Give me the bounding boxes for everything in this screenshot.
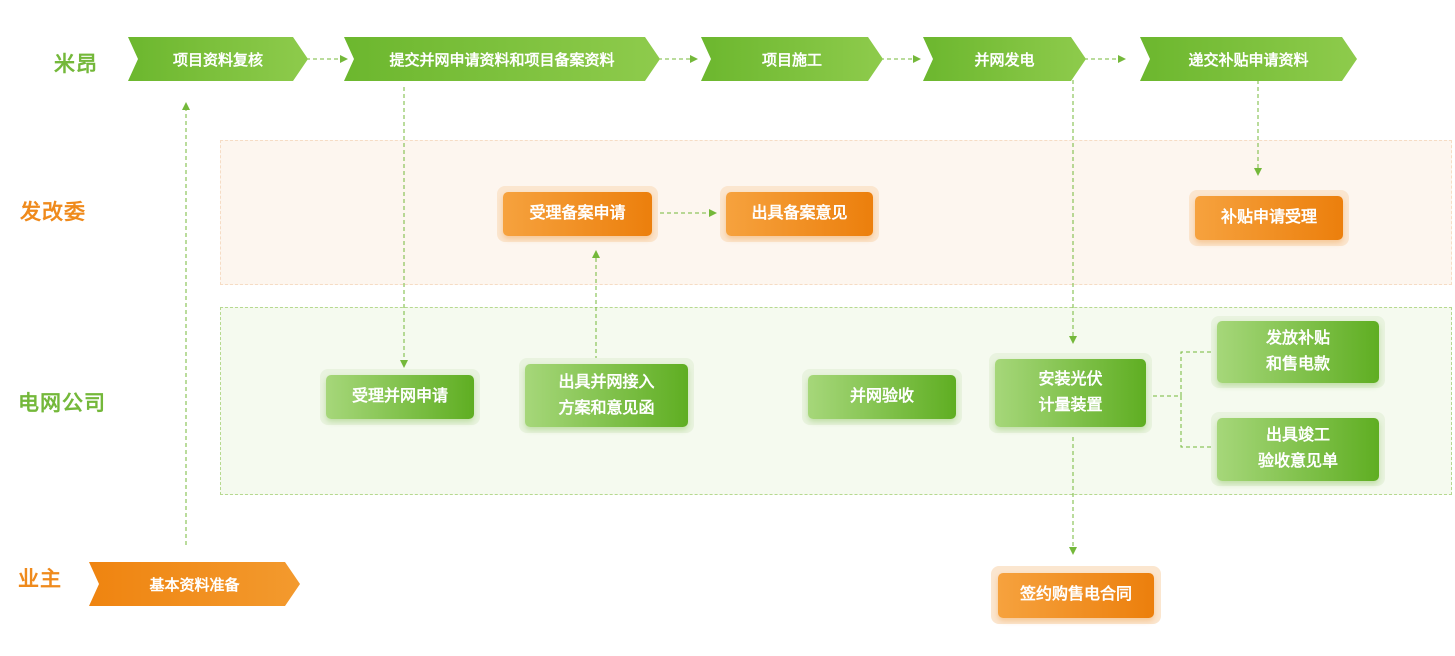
role-grid-company: 电网公司 <box>18 392 106 415</box>
node-sign-contract-label: 签约购售电合同 <box>998 572 1154 618</box>
node-completion-opinion-label: 出具竣工 验收意见单 <box>1217 417 1379 481</box>
node-grid-access-plan: 出具并网接入 方案和意见函 <box>519 358 694 433</box>
node-filing-opinion: 出具备案意见 <box>720 186 879 242</box>
node-completion-opinion: 出具竣工 验收意见单 <box>1211 412 1385 486</box>
step-subsidy-submission: 递交补贴申请资料 <box>1140 37 1357 81</box>
step-project-review: 项目资料复核 <box>128 37 308 81</box>
node-filing-opinion-label: 出具备案意见 <box>726 192 873 236</box>
node-accept-filing: 受理备案申请 <box>497 186 658 242</box>
step-construction: 项目施工 <box>701 37 883 81</box>
node-subsidy-accept-label: 补贴申请受理 <box>1195 196 1343 240</box>
node-pay-subsidy-label: 发放补贴 和售电款 <box>1217 321 1379 383</box>
role-owner: 业主 <box>18 568 62 591</box>
step-basic-preparation: 基本资料准备 <box>89 562 300 606</box>
node-grid-access-plan-label: 出具并网接入 方案和意见函 <box>525 364 688 427</box>
role-fgw: 发改委 <box>20 201 86 224</box>
node-subsidy-accept: 补贴申请受理 <box>1189 190 1349 246</box>
node-install-meter: 安装光伏 计量装置 <box>989 353 1152 433</box>
node-accept-grid-application-label: 受理并网申请 <box>326 375 474 419</box>
node-install-meter-label: 安装光伏 计量装置 <box>995 359 1146 427</box>
node-accept-grid-application: 受理并网申请 <box>320 369 480 425</box>
node-sign-contract: 签约购售电合同 <box>991 566 1161 624</box>
node-grid-acceptance-label: 并网验收 <box>808 375 956 419</box>
node-accept-filing-label: 受理备案申请 <box>503 192 652 236</box>
node-pay-subsidy: 发放补贴 和售电款 <box>1211 316 1385 388</box>
step-grid-generation: 并网发电 <box>923 37 1086 81</box>
step-submit-application: 提交并网申请资料和项目备案资料 <box>344 37 660 81</box>
role-mi-ang: 米昂 <box>54 53 98 76</box>
node-grid-acceptance: 并网验收 <box>802 369 962 425</box>
